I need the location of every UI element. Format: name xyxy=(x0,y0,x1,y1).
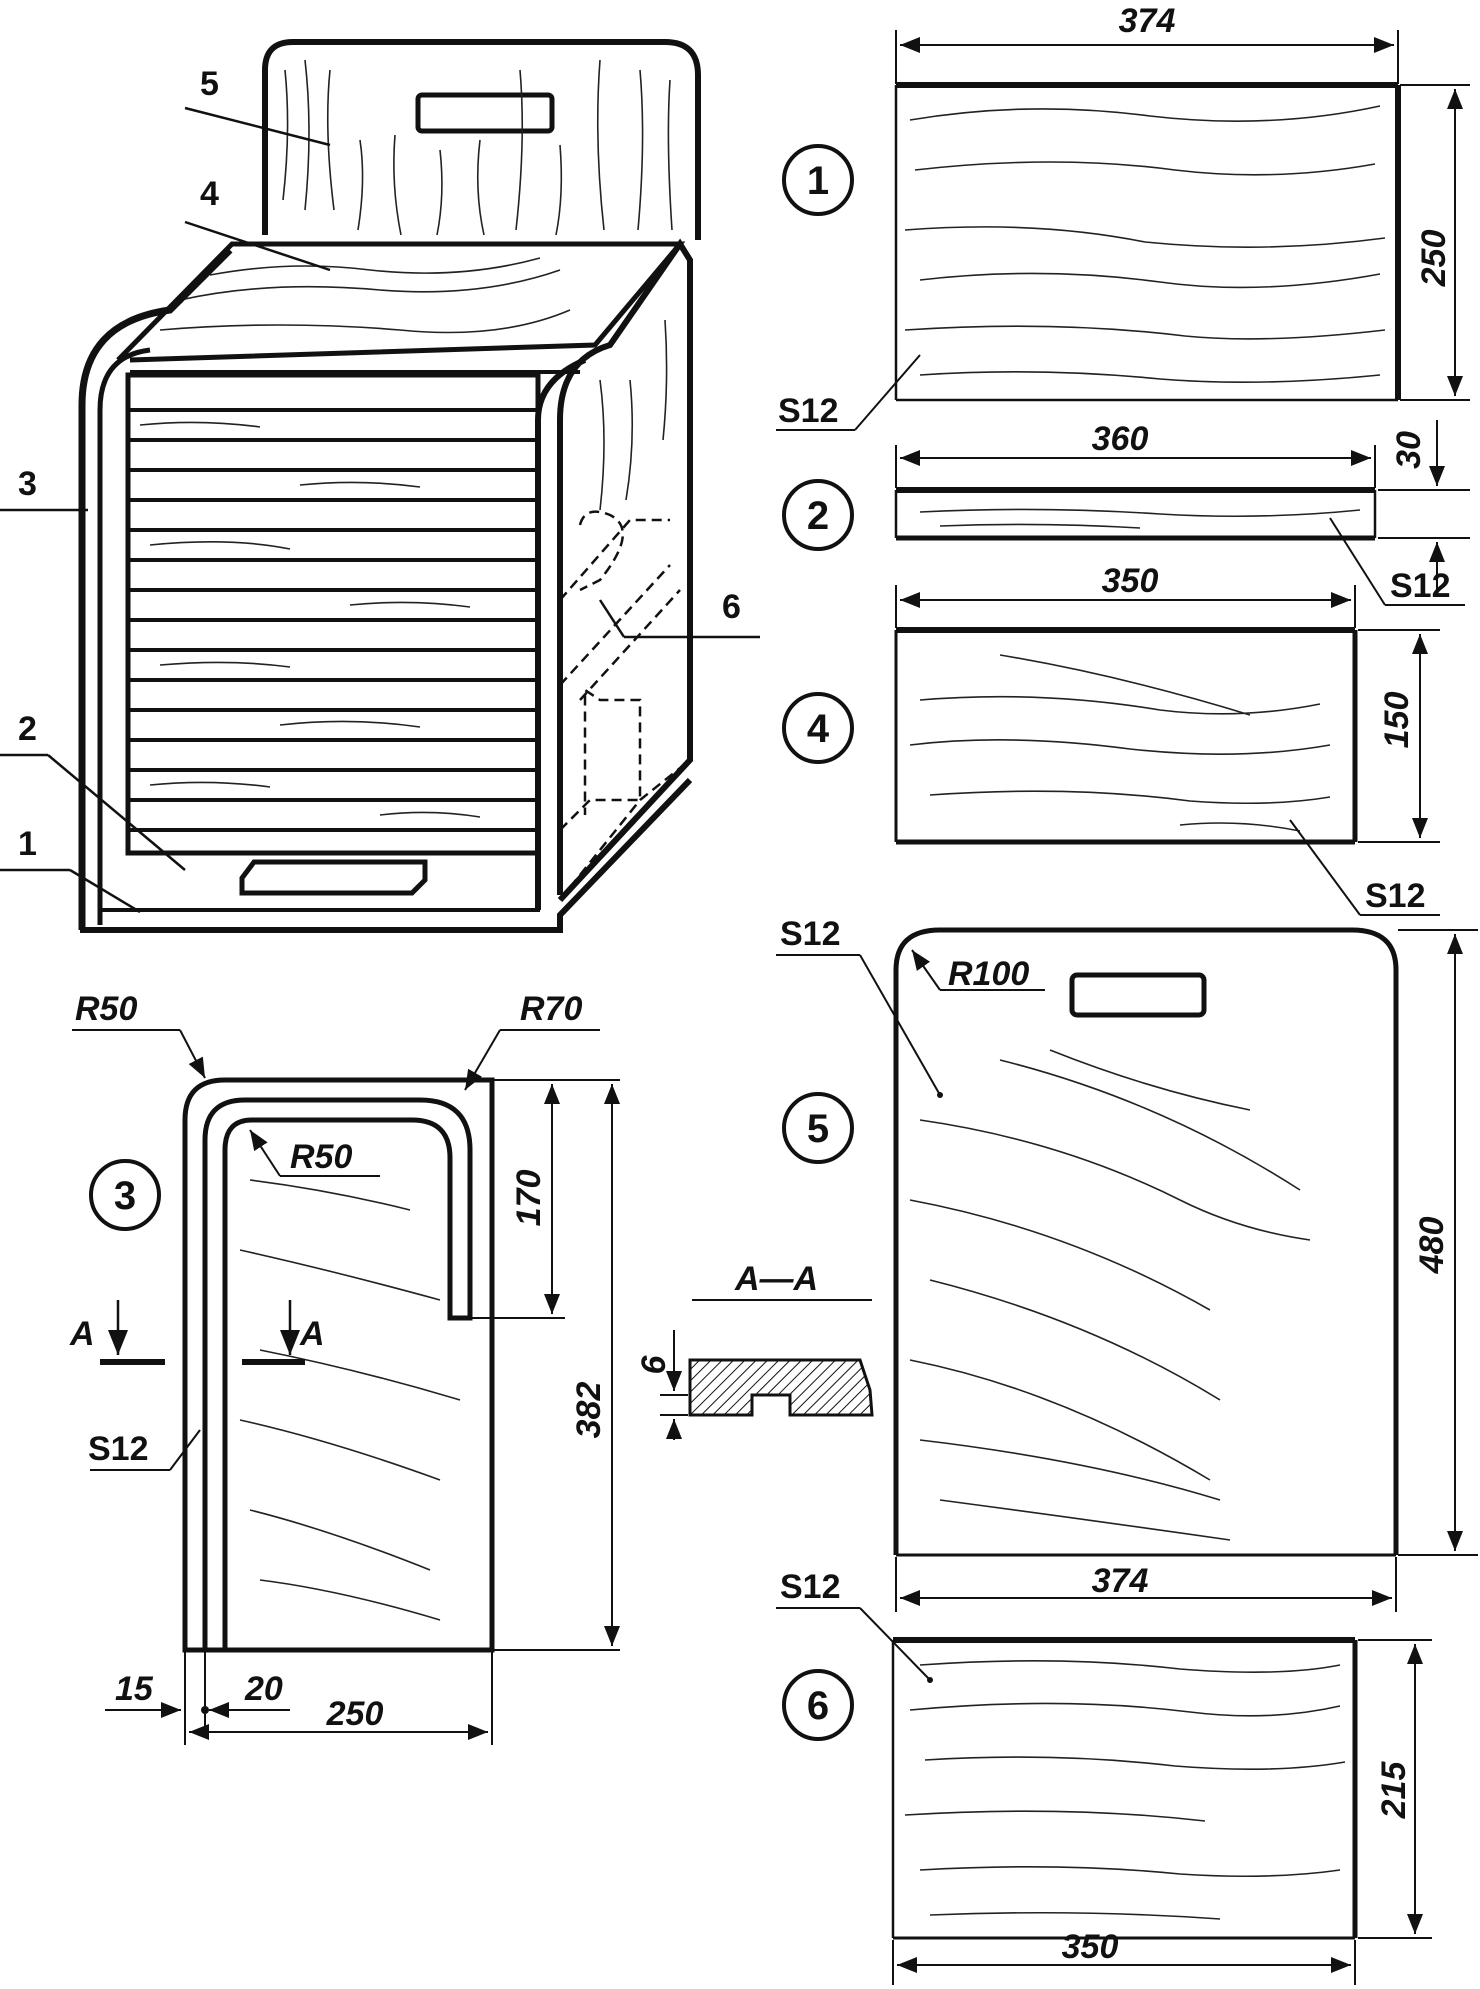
section-title: A—A xyxy=(734,1260,818,1298)
part-number: 6 xyxy=(807,1684,829,1728)
label-4: 4 xyxy=(200,175,219,213)
thickness-label: S12 xyxy=(1390,567,1451,605)
tambour-groove xyxy=(202,1097,473,1648)
outer-radius-label: R50 xyxy=(75,990,137,1028)
slot-height-label: 170 xyxy=(510,1170,548,1227)
thickness-label: S12 xyxy=(88,1430,149,1468)
handle-slot xyxy=(1069,972,1207,1018)
part-5: 5 R100 S12 480 374 xyxy=(776,915,1478,1612)
thickness-label: S12 xyxy=(1365,877,1426,915)
side-panel-outline xyxy=(182,1077,495,1653)
left-side-frame xyxy=(78,247,233,930)
width-label: 360 xyxy=(1092,420,1149,458)
edge-offset-label: 15 xyxy=(115,1670,154,1708)
groove-depth-label: 6 xyxy=(635,1354,673,1374)
shelf-hidden-lines xyxy=(559,510,691,901)
assembly-labels: 5 4 3 6 2 1 xyxy=(0,65,760,914)
part-3: 3 R50 R70 R50 170 382 250 15 20 xyxy=(69,990,620,1745)
part-number-badge xyxy=(782,1669,854,1741)
back-board-handle-slot xyxy=(415,92,555,134)
part-number-badge xyxy=(782,1092,854,1164)
part-number-badge xyxy=(89,1159,161,1231)
inner-radius-label: R50 xyxy=(290,1138,352,1176)
corner-radius-label: R100 xyxy=(948,955,1029,993)
width-label: 350 xyxy=(1062,1928,1119,1966)
slot-radius-label: R70 xyxy=(520,990,582,1028)
height-label: 480 xyxy=(1413,1217,1451,1275)
tambour-handle xyxy=(239,859,428,896)
width-label: 250 xyxy=(326,1695,384,1733)
bottom-board xyxy=(80,777,693,933)
thickness-label: S12 xyxy=(778,392,839,430)
groove-offset-label: 20 xyxy=(244,1670,283,1708)
section-mark-left: A xyxy=(69,1315,95,1353)
height-label: 215 xyxy=(1375,1761,1413,1820)
part-6: 6 S12 215 350 xyxy=(776,1568,1432,1985)
label-6: 6 xyxy=(722,588,741,626)
section-profile xyxy=(688,1358,874,1417)
part-number: 5 xyxy=(807,1107,829,1151)
label-1: 1 xyxy=(18,825,37,863)
width-label: 374 xyxy=(1092,1562,1149,1600)
section-mark-right: A xyxy=(299,1315,325,1353)
assembly-view xyxy=(78,39,701,933)
height-label: 250 xyxy=(1415,230,1453,288)
label-2: 2 xyxy=(18,710,37,748)
part-number: 3 xyxy=(114,1174,136,1218)
part-number: 1 xyxy=(807,159,829,203)
part-number: 2 xyxy=(807,494,829,538)
part-number-badge xyxy=(782,692,854,764)
part-2: 2 360 30 S12 xyxy=(782,420,1470,606)
height-label: 30 xyxy=(1390,431,1428,469)
thickness-label: S12 xyxy=(780,1568,841,1606)
part-4: 4 350 150 S12 xyxy=(782,562,1440,916)
width-label: 350 xyxy=(1102,562,1159,600)
section-a-a: A—A 6 xyxy=(635,1260,874,1440)
label-3: 3 xyxy=(18,465,37,503)
part-number-badge xyxy=(782,479,854,551)
thickness-label: S12 xyxy=(780,915,841,953)
top-board xyxy=(116,241,686,363)
tambour-slats xyxy=(125,372,541,856)
back-board xyxy=(262,39,701,240)
part-number: 4 xyxy=(807,707,830,751)
back-board-grain xyxy=(282,59,673,236)
label-5: 5 xyxy=(200,65,219,103)
height-label: 150 xyxy=(1378,692,1416,749)
back-board-outline xyxy=(893,927,1399,1555)
part-1: 1 374 250 S12 xyxy=(776,2,1470,431)
width-label: 374 xyxy=(1119,2,1176,40)
height-label: 382 xyxy=(570,1382,608,1439)
part-number-badge xyxy=(782,144,854,216)
